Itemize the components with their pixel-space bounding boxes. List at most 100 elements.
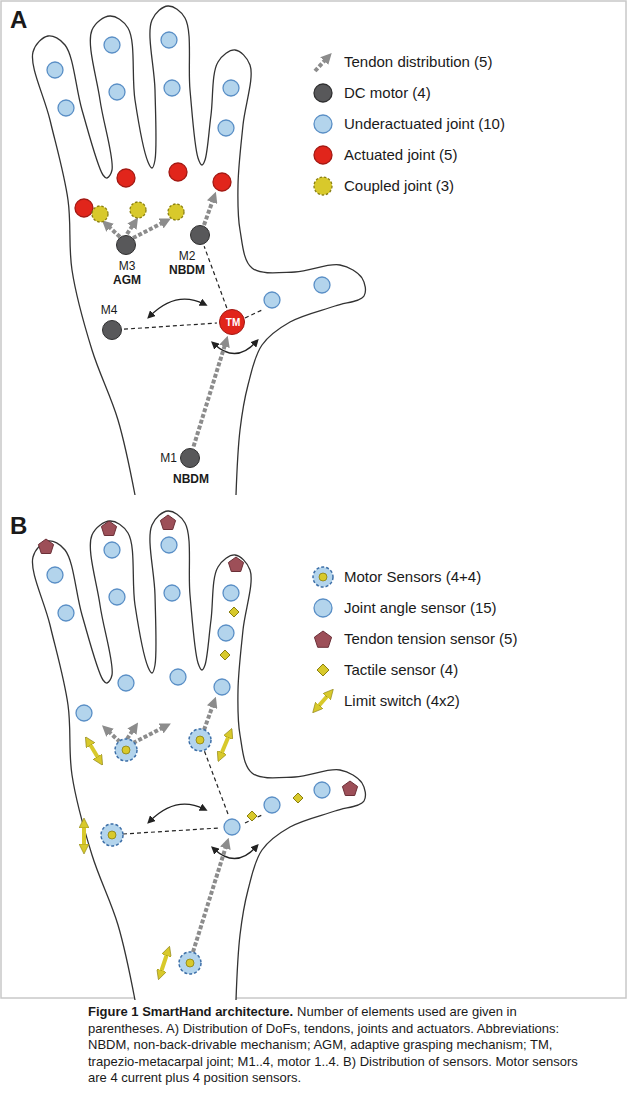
- underactuated-joint: [314, 277, 330, 293]
- legend-sample: [310, 658, 336, 682]
- joint-angle-sensor: [218, 625, 234, 641]
- limit-switch: [220, 733, 230, 757]
- coupled-joint: [92, 206, 108, 222]
- axis-line: [245, 310, 262, 318]
- joint-angle-sensor: [58, 605, 74, 621]
- joint-angle-sensor: [224, 819, 240, 835]
- motor-sensor: [115, 739, 137, 761]
- legend-item: Joint angle sensor (15): [310, 596, 497, 620]
- rotation-arrow: [214, 847, 256, 859]
- panel-label: B: [10, 512, 27, 540]
- motor-sensor: [108, 831, 116, 839]
- motor-sensor: [122, 746, 130, 754]
- legend-text: Tendon distribution (5): [344, 53, 492, 71]
- legend-text: Actuated joint (5): [344, 146, 457, 164]
- legend-item: Actuated joint (5): [310, 143, 457, 167]
- connector: [204, 246, 227, 308]
- node-subtitle: NBDM: [169, 263, 205, 277]
- axis-line: [123, 828, 219, 834]
- figure-caption: Figure 1 SmartHand architecture.Number o…: [88, 1004, 593, 1087]
- motor-sensor: [101, 824, 123, 846]
- legend-item: Tactile sensor (4): [310, 658, 458, 682]
- underactuated-joint: [264, 292, 280, 308]
- legend-swatch: [317, 664, 329, 676]
- actuated-joint: [213, 173, 231, 191]
- joint-angle-sensor: [264, 797, 280, 813]
- legend-swatch: [314, 631, 331, 647]
- tendon-arrow: [133, 221, 166, 238]
- node-subtitle: AGM: [113, 273, 141, 287]
- rotation-arrow: [214, 342, 256, 354]
- motor-sensor: [179, 952, 201, 974]
- node-name: TM: [226, 317, 240, 329]
- tendon-arrow: [204, 197, 214, 225]
- legend-text: Limit switch (4x2): [344, 692, 460, 710]
- legend-sample: [310, 596, 336, 620]
- node-name: M1: [160, 451, 177, 465]
- joint-angle-sensor: [170, 669, 186, 685]
- joint-angle-sensor: [314, 782, 330, 798]
- tactile-sensor: [247, 811, 257, 821]
- actuated-joint: [75, 199, 93, 217]
- motor-node: M2NBDM: [190, 225, 210, 245]
- joint-angle-sensor: [109, 589, 125, 605]
- limit-switch: [88, 741, 100, 761]
- connector: [124, 323, 217, 329]
- legend-text: Joint angle sensor (15): [344, 599, 497, 617]
- joint-angle-sensor: [118, 675, 134, 691]
- legend-sample: [310, 565, 336, 589]
- hand-outline: [32, 6, 365, 495]
- tension-sensor: [101, 521, 116, 536]
- joint-angle-sensor: [214, 679, 230, 695]
- coupled-joint: [168, 204, 184, 220]
- joint-angle-sensor: [164, 585, 180, 601]
- legend-sample: [310, 50, 336, 74]
- actuated-joint: [117, 169, 135, 187]
- tension-sensor: [228, 557, 243, 572]
- legend-sample: [310, 81, 336, 105]
- motor-sensor: [313, 567, 333, 587]
- legend-swatch: [314, 599, 332, 617]
- tension-sensor: [38, 539, 53, 554]
- node-name: M3: [119, 259, 136, 273]
- tension-sensor: [160, 515, 175, 530]
- motor-sensor: [189, 729, 211, 751]
- motor-node: M4: [102, 320, 122, 340]
- legend-text: Motor Sensors (4+4): [344, 568, 481, 586]
- underactuated-joint: [104, 37, 120, 53]
- legend-swatch: [314, 84, 332, 102]
- coupled-joint: [130, 202, 146, 218]
- limit-switch: [160, 951, 168, 975]
- connector: [194, 341, 227, 446]
- underactuated-joint: [47, 62, 63, 78]
- legend-swatch: [314, 146, 332, 164]
- underactuated-joint: [164, 80, 180, 96]
- tendon-arrow: [193, 843, 227, 952]
- legend-swatch: [314, 177, 332, 195]
- legend-text: Coupled joint (3): [344, 177, 454, 195]
- tendon-arrow: [127, 727, 135, 739]
- tactile-sensor: [293, 793, 303, 803]
- figure-title: Figure 1 SmartHand architecture.: [88, 1004, 293, 1019]
- underactuated-joint: [161, 32, 177, 48]
- panel-label: A: [10, 6, 27, 34]
- tendon-arrow: [106, 224, 120, 237]
- motor-sensor: [186, 959, 194, 967]
- hand-outline: [32, 511, 365, 1000]
- legend-item: Limit switch (4x2): [310, 689, 460, 713]
- legend-item: Underactuated joint (10): [310, 112, 505, 136]
- node-subtitle: NBDM: [173, 472, 209, 486]
- limit-switch: [82, 823, 86, 849]
- axis-line: [204, 750, 228, 814]
- underactuated-joint: [218, 120, 234, 136]
- legend-text: DC motor (4): [344, 84, 431, 102]
- legend-item: Tendon distribution (5): [310, 50, 492, 74]
- node-name: M4: [101, 303, 118, 317]
- tendon-arrow: [315, 57, 328, 71]
- rotation-arrow: [150, 299, 204, 316]
- rotation-arrow: [150, 804, 204, 821]
- hand-panel: [32, 511, 365, 1000]
- motor-node: M1NBDM: [180, 448, 200, 468]
